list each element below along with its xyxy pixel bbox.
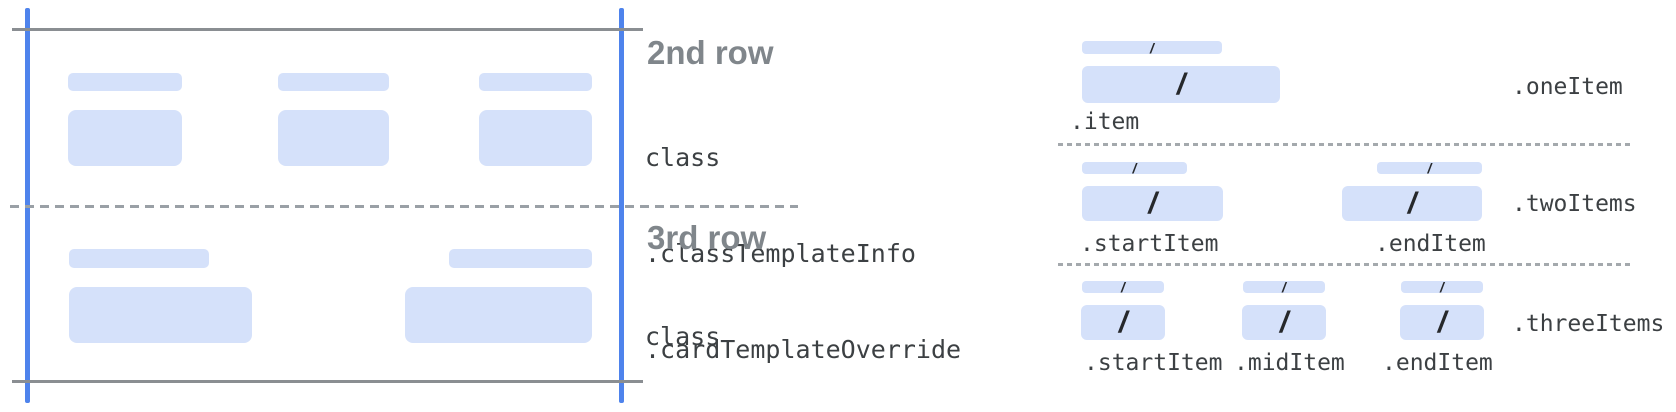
slash-separator: / — [1118, 305, 1128, 339]
slash-separator: / — [1440, 279, 1444, 295]
value-placeholder — [405, 287, 592, 343]
card-bottom-border-line — [12, 380, 643, 383]
label-placeholder — [449, 249, 592, 268]
item-label-bar: / — [1377, 160, 1482, 176]
item-label-bar: / — [1082, 39, 1222, 56]
value-placeholder — [68, 110, 182, 166]
item-field-label: .item — [1070, 109, 1140, 135]
card-top-border-line — [12, 28, 643, 31]
item-value-bar: / — [1400, 305, 1484, 340]
item-label-bar: / — [1082, 279, 1164, 295]
item-value-bar: / — [1081, 305, 1165, 340]
template-row-divider-dashed-line — [1058, 263, 1630, 266]
third-row-code-path: class .classTemplateInfo .cardTemplateOv… — [645, 259, 1006, 412]
slash-separator: / — [1279, 305, 1289, 339]
label-placeholder — [479, 73, 592, 91]
three-items-row-label: .threeItems — [1512, 311, 1665, 337]
start-item-field-label: .startItem — [1084, 350, 1223, 376]
code-line: .classTemplateInfo — [645, 239, 916, 268]
template-row-divider-dashed-line — [1058, 143, 1630, 146]
code-line: class — [645, 322, 721, 351]
third-row-heading: 3rd row — [647, 219, 767, 256]
item-label-bar: / — [1243, 279, 1325, 295]
slash-separator: / — [1121, 279, 1125, 295]
label-placeholder — [68, 73, 182, 91]
slash-separator: / — [1132, 160, 1137, 176]
one-item-row-label: .oneItem — [1512, 74, 1623, 100]
item-label-bar: / — [1082, 160, 1187, 176]
item-value-bar: / — [1082, 186, 1223, 221]
value-placeholder — [479, 110, 592, 166]
slash-separator: / — [1148, 186, 1157, 220]
item-value-bar: / — [1242, 305, 1326, 340]
item-label-bar: / — [1401, 279, 1483, 295]
value-placeholder — [69, 287, 252, 343]
card-row-divider-dashed-line — [10, 205, 798, 208]
end-item-field-label: .endItem — [1375, 231, 1486, 257]
slash-separator: / — [1176, 67, 1186, 101]
slash-separator: / — [1427, 160, 1432, 176]
item-value-bar: / — [1082, 66, 1280, 103]
two-items-row-label: .twoItems — [1512, 191, 1637, 217]
label-placeholder — [278, 73, 389, 91]
start-item-field-label: .startItem — [1080, 231, 1219, 257]
end-item-field-label: .endItem — [1382, 350, 1493, 376]
second-row-code-path: class .classTemplateInfo .cardTemplateOv… — [645, 78, 1006, 412]
code-line: class — [645, 143, 721, 172]
value-placeholder — [278, 110, 389, 166]
slash-separator: / — [1407, 186, 1417, 220]
slash-separator: / — [1282, 279, 1286, 295]
slash-separator: / — [1437, 305, 1447, 339]
slash-separator: / — [1150, 39, 1154, 56]
second-row-heading: 2nd row — [647, 34, 774, 71]
mid-item-field-label: .midItem — [1234, 350, 1345, 376]
code-line: .cardTemplateOverride — [645, 335, 962, 364]
label-placeholder — [69, 249, 209, 268]
item-value-bar: / — [1342, 186, 1482, 221]
